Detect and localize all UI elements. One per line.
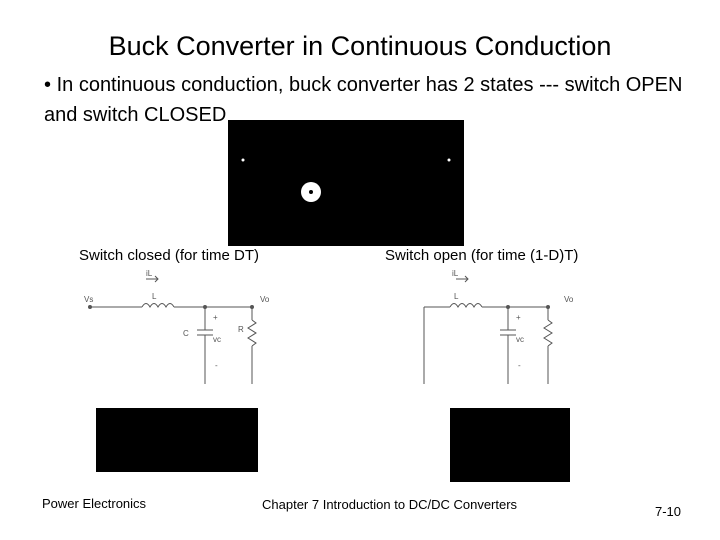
label-minus: - (215, 361, 218, 370)
label-vc: vc (213, 335, 221, 344)
label-minus: - (518, 361, 521, 370)
bullet-text: In continuous conduction, buck converter… (44, 74, 683, 126)
page-number: 7-10 (655, 504, 682, 519)
footer-left: Power Electronics (42, 496, 147, 511)
label-vo: Vo (260, 295, 270, 304)
bullet-marker: • (44, 74, 52, 96)
label-l: L (152, 292, 157, 301)
label-plus: + (213, 313, 218, 322)
media-panel (228, 120, 464, 246)
media-panel-graphic (241, 158, 451, 202)
bullet-point: • In continuous conduction, buck convert… (44, 70, 694, 130)
caption-switch-closed: Switch closed (for time DT) (79, 247, 260, 264)
label-vo: Vo (564, 295, 574, 304)
label-vs: Vs (84, 295, 93, 304)
label-vc: vc (516, 335, 524, 344)
label-plus: + (516, 313, 521, 322)
circuit-switch-open: iL L Vo + vc - (423, 269, 574, 384)
slide-title: Buck Converter in Continuous Conduction (108, 31, 612, 61)
circuit-switch-closed: iL Vs L Vo + C vc R - (84, 269, 270, 384)
media-panel-closed (96, 408, 258, 472)
label-il: iL (146, 269, 153, 278)
footer-center: Chapter 7 Introduction to DC/DC Converte… (262, 497, 518, 512)
media-panel-open (450, 408, 570, 482)
label-r: R (238, 325, 244, 334)
caption-switch-open: Switch open (for time (1-D)T) (385, 247, 579, 264)
label-c: C (183, 329, 189, 338)
label-il: iL (452, 269, 459, 278)
label-l: L (454, 292, 459, 301)
